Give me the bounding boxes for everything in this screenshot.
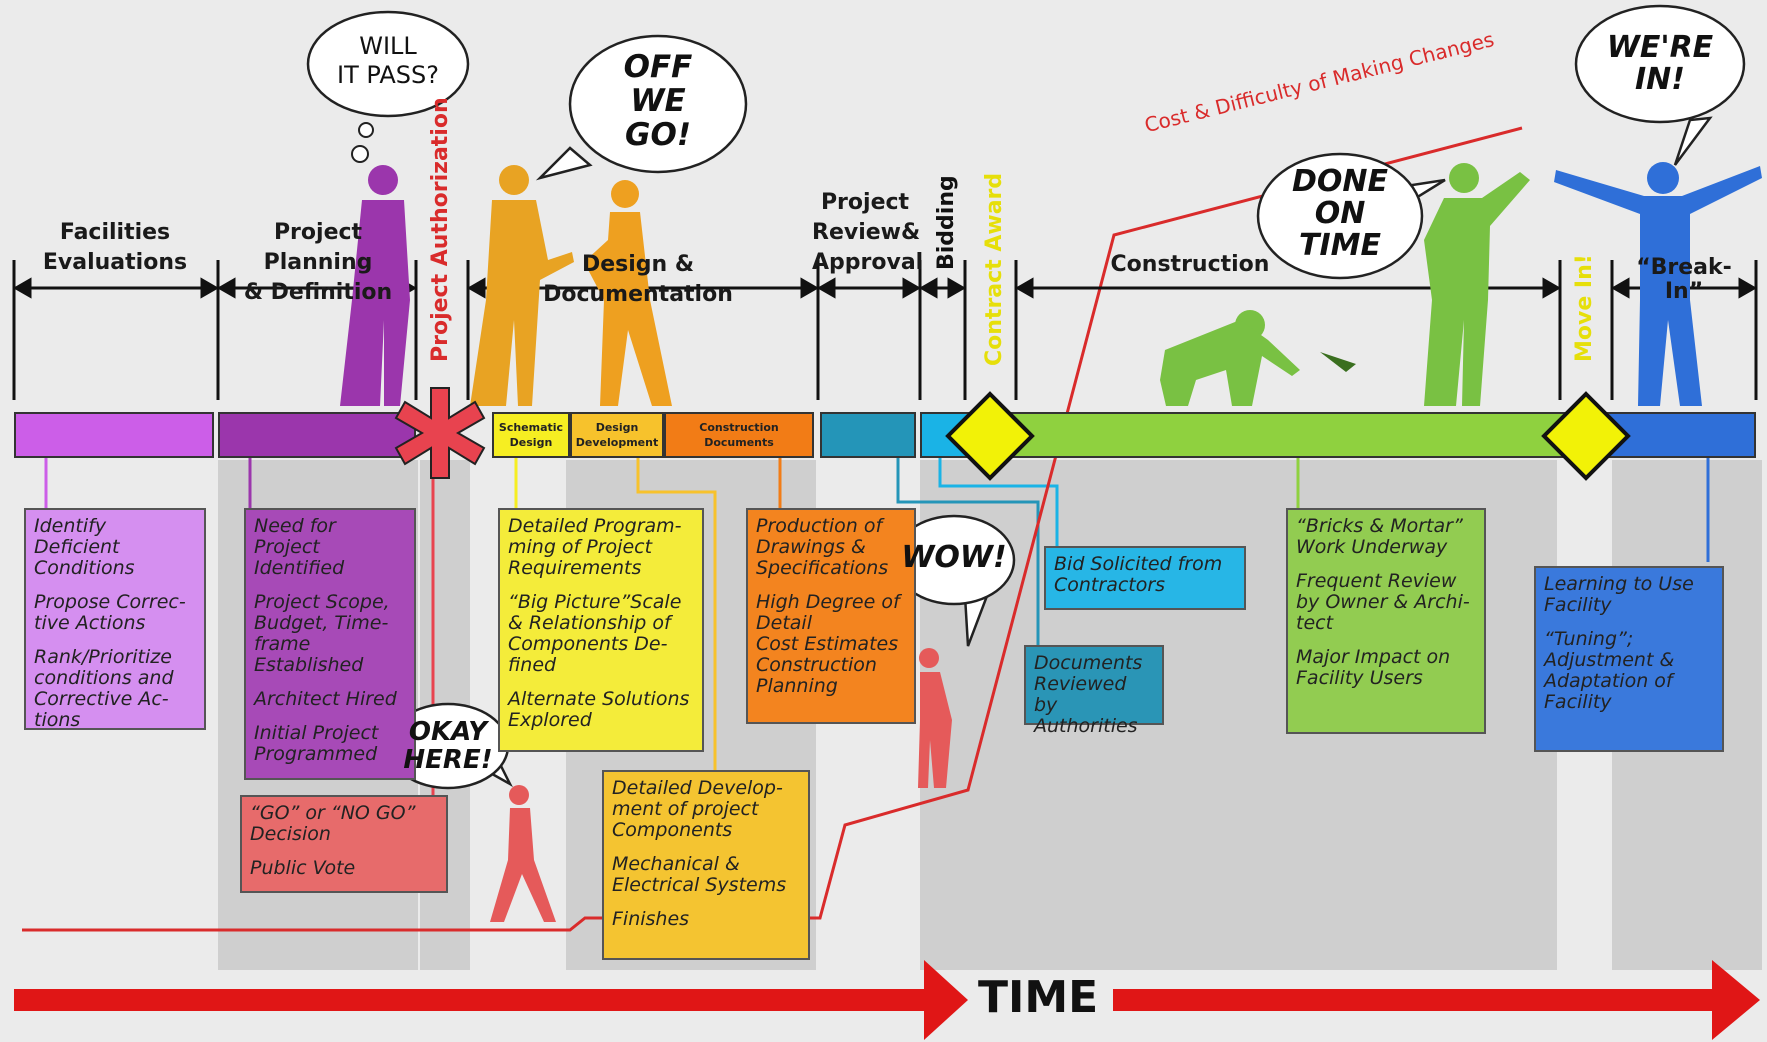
walking-figure bbox=[490, 785, 556, 922]
note-item: High Degree of Detail Cost Estimates Con… bbox=[756, 591, 900, 697]
bar-planning bbox=[218, 412, 416, 458]
note-item: Detailed Program- ming of Project Requir… bbox=[508, 515, 682, 579]
note-item: Initial Project Programmed bbox=[254, 722, 379, 765]
phase-label-authorization: Project Authorization bbox=[428, 97, 453, 362]
note-item: Production of Drawings & Specifications bbox=[756, 515, 889, 579]
looking-up-figure bbox=[918, 648, 952, 788]
phase-label-move-in: Move In! bbox=[1572, 254, 1597, 362]
note-review: Documents Reviewed by Authorities bbox=[1024, 645, 1164, 737]
planner-figure bbox=[340, 165, 410, 406]
cost-curve bbox=[22, 126, 1523, 932]
designer-figure-2 bbox=[584, 180, 672, 406]
note-item: Public Vote bbox=[250, 857, 356, 879]
note-design-development: Detailed Develop- ment of project Compon… bbox=[602, 770, 810, 960]
time-arrows bbox=[14, 960, 1760, 1040]
authorization-asterisk-icon bbox=[394, 387, 486, 479]
note-bidding: Bid Solicited from Contractors bbox=[1044, 546, 1246, 610]
note-item: “Bricks & Mortar” Work Underway bbox=[1296, 515, 1463, 558]
note-item: Finishes bbox=[612, 908, 690, 930]
were-in-text: WE'RE IN! bbox=[1606, 30, 1714, 97]
will-it-pass-bubble bbox=[306, 10, 470, 118]
note-item: Major Impact on Facility Users bbox=[1296, 646, 1451, 689]
crawling-worker-figure bbox=[1160, 310, 1356, 406]
okay-here-text: OKAY HERE! bbox=[403, 717, 493, 775]
phase-label-bidding: Bidding bbox=[934, 175, 959, 270]
note-item: Identify Deficient Conditions bbox=[34, 515, 135, 579]
note-schematic-design: Detailed Program- ming of Project Requir… bbox=[498, 508, 704, 752]
bar-construction-documents: Construction Documents bbox=[664, 412, 814, 458]
note-item: Project Scope, Budget, Time-frame Establ… bbox=[254, 591, 390, 676]
note-break-in: Learning to Use Facility “Tuning”; Adjus… bbox=[1534, 566, 1724, 752]
connector-lines bbox=[44, 458, 1710, 795]
note-planning: Need for Project Identified Project Scop… bbox=[244, 508, 416, 780]
phase-label-construction: Construction bbox=[1110, 252, 1270, 277]
note-item: “Tuning”; Adjustment & Adaptation of Fac… bbox=[1544, 628, 1675, 713]
note-item: “GO” or “NO GO” Decision bbox=[250, 802, 416, 845]
were-in-bubble bbox=[1574, 4, 1746, 124]
phase-label-planning: Project Planning & Definition bbox=[243, 220, 393, 305]
contract-award-diamond-icon bbox=[945, 391, 1035, 481]
celebrating-figure bbox=[1554, 162, 1762, 406]
note-item: Rank/Prioritize conditions and Correctiv… bbox=[34, 646, 174, 731]
note-item: Documents Reviewed by Authorities bbox=[1034, 652, 1143, 737]
note-item: Learning to Use Facility bbox=[1544, 573, 1694, 616]
bar-construction bbox=[980, 412, 1580, 458]
phase-label-facilities: Facilities Evaluations bbox=[42, 220, 188, 275]
off-we-go-text: OFF WE GO! bbox=[623, 49, 693, 153]
time-label: TIME bbox=[978, 972, 1099, 1023]
note-item: Need for Project Identified bbox=[254, 515, 345, 579]
note-go-nogo: “GO” or “NO GO” Decision Public Vote bbox=[240, 795, 448, 893]
note-construction: “Bricks & Mortar” Work Underway Frequent… bbox=[1286, 508, 1486, 734]
done-on-time-bubble bbox=[1256, 152, 1424, 280]
note-facilities: Identify Deficient Conditions Propose Co… bbox=[24, 508, 206, 731]
note-item: Architect Hired bbox=[254, 688, 397, 710]
note-item: “Big Picture”Scale & Relationship of Com… bbox=[508, 591, 682, 676]
bar-review bbox=[820, 412, 916, 458]
phase-label-contract-award: Contract Award bbox=[982, 172, 1007, 366]
bar-design-development: Design Development bbox=[570, 412, 664, 458]
thought-dot bbox=[358, 122, 374, 138]
bar-schematic-design: Schematic Design bbox=[492, 412, 570, 458]
phase-label-review: Project Review& Approval bbox=[812, 190, 924, 275]
note-item: Frequent Review by Owner & Archi- tect bbox=[1296, 570, 1470, 634]
note-item: Mechanical & Electrical Systems bbox=[612, 853, 787, 896]
phase-label-design: Design & Documentation bbox=[543, 252, 733, 307]
thought-dot bbox=[351, 145, 369, 163]
designer-figure-1 bbox=[470, 165, 574, 406]
note-item: Alternate Solutions Explored bbox=[508, 688, 690, 731]
move-in-diamond-icon bbox=[1541, 391, 1631, 481]
wow-text: WOW! bbox=[901, 540, 1007, 575]
bar-facilities bbox=[14, 412, 214, 458]
off-we-go-bubble bbox=[568, 34, 748, 174]
note-item: Bid Solicited from Contractors bbox=[1054, 553, 1223, 596]
done-on-time-text: DONE ON TIME bbox=[1291, 164, 1388, 263]
supervisor-figure bbox=[1424, 163, 1530, 406]
note-construction-documents: Production of Drawings & Specifications … bbox=[746, 508, 916, 724]
note-item: Propose Correc- tive Actions bbox=[34, 591, 186, 634]
will-it-pass-text: WILL IT PASS? bbox=[337, 32, 439, 89]
note-item: Detailed Develop- ment of project Compon… bbox=[612, 777, 783, 841]
phase-label-break-in: “Break-In” bbox=[1636, 255, 1732, 304]
